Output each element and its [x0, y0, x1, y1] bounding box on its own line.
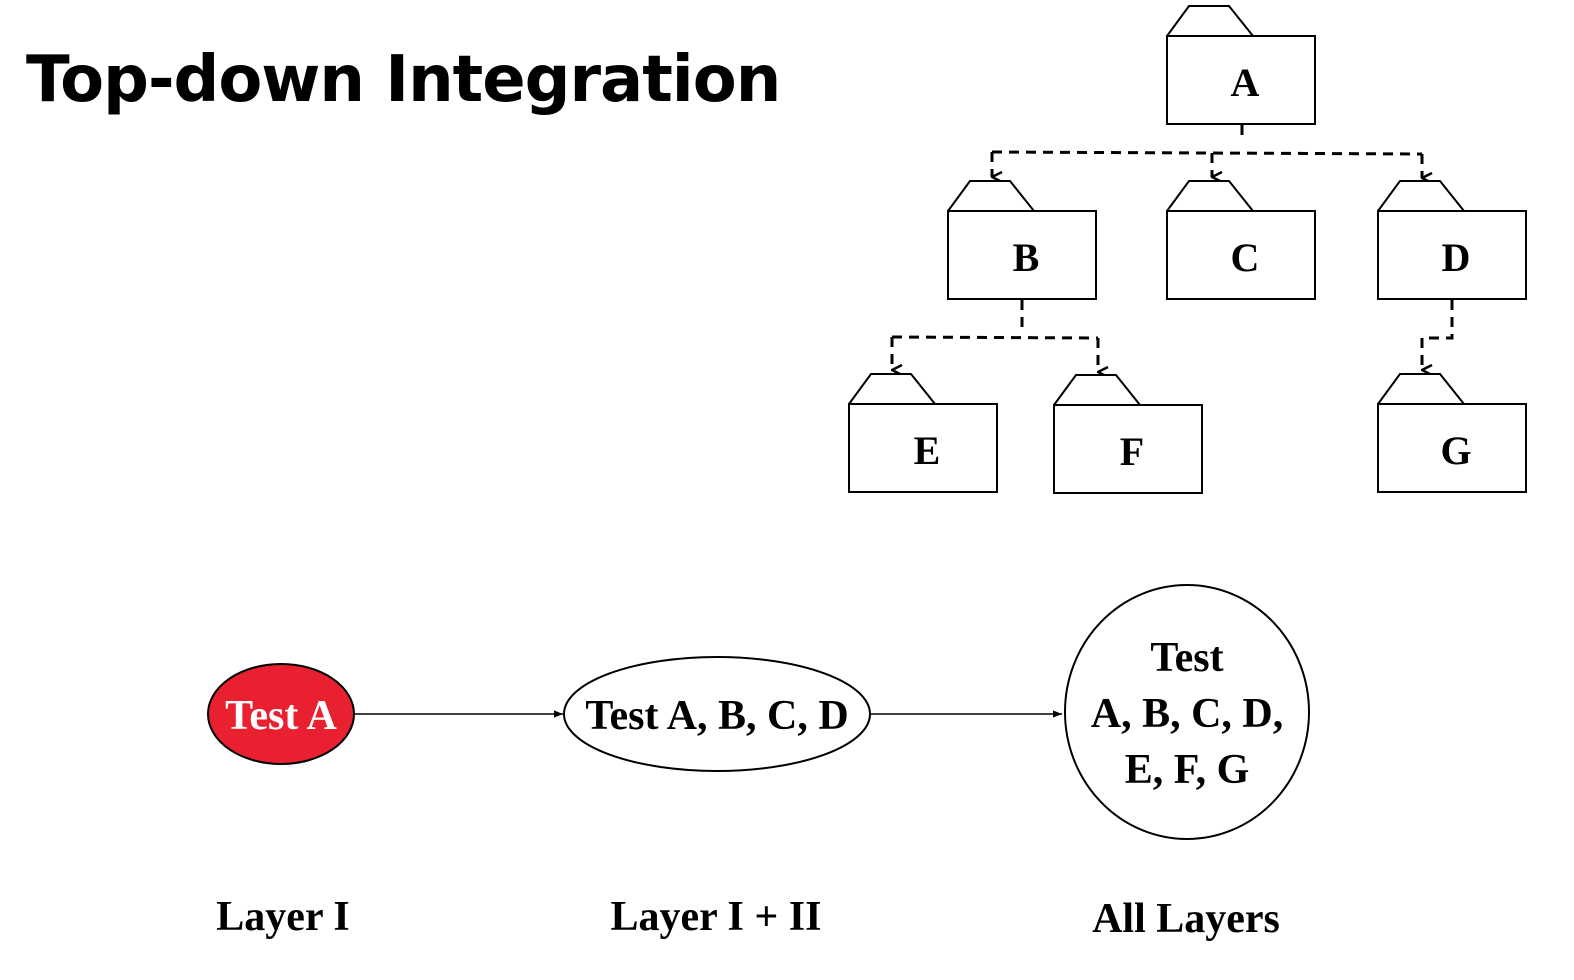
module-label: A: [1231, 60, 1260, 105]
module-body: [848, 403, 998, 493]
module-tab: [1166, 5, 1254, 37]
test-node-text: Test A, B, C, D: [585, 693, 848, 739]
module-label: F: [1120, 429, 1144, 474]
test-step-1: Test A Layer I: [207, 663, 355, 940]
module-label: C: [1231, 235, 1260, 280]
module-label: E: [914, 428, 941, 473]
test-node: [207, 663, 355, 765]
module-body: [1377, 210, 1527, 300]
connector-a-bus: [991, 150, 1423, 156]
connector-d-stem: [1422, 300, 1454, 340]
slide-title: Top-down Integration: [26, 43, 781, 117]
test-step-3: Test A, B, C, D, E, F, G All Layers: [1064, 584, 1310, 942]
layer-label: Layer I + II: [610, 894, 821, 940]
test-node-text: Test: [1150, 635, 1223, 681]
test-step-2: Test A, B, C, D Layer I + II: [563, 656, 871, 940]
module-box-b: B: [947, 180, 1097, 300]
module-box-d: D: [1377, 180, 1527, 300]
module-label: G: [1440, 428, 1471, 473]
module-body: [1166, 35, 1316, 125]
layer-label: All Layers: [1092, 896, 1280, 942]
module-tab: [1053, 374, 1141, 406]
module-box-g: G: [1377, 373, 1527, 493]
module-body: [1053, 404, 1203, 494]
test-node: [1064, 584, 1310, 840]
test-steps: Test A Layer I Test A, B, C, D Layer I + II…: [207, 584, 1310, 942]
module-tab: [947, 180, 1035, 212]
module-body: [1377, 403, 1527, 493]
module-box-c: C: [1166, 180, 1316, 300]
module-label: D: [1442, 235, 1471, 280]
module-body: [1166, 210, 1316, 300]
module-tab: [1377, 180, 1465, 212]
module-tab: [1166, 180, 1254, 212]
test-node: [563, 656, 871, 772]
test-node-text: A, B, C, D,: [1091, 691, 1284, 737]
module-box-e: E: [848, 373, 998, 493]
module-label: B: [1013, 235, 1040, 280]
module-box-a: A: [1166, 5, 1316, 125]
module-body: [947, 210, 1097, 300]
module-tab: [848, 373, 936, 405]
hierarchy-boxes: A B C D E F G: [848, 5, 1527, 494]
layer-label: Layer I: [216, 894, 349, 940]
hierarchy-connectors: [890, 125, 1454, 372]
module-box-f: F: [1053, 374, 1203, 494]
module-tab: [1377, 373, 1465, 405]
test-node-text: E, F, G: [1125, 747, 1249, 793]
connector-b-bus: [891, 335, 1099, 340]
test-node-text: Test A: [225, 693, 337, 739]
